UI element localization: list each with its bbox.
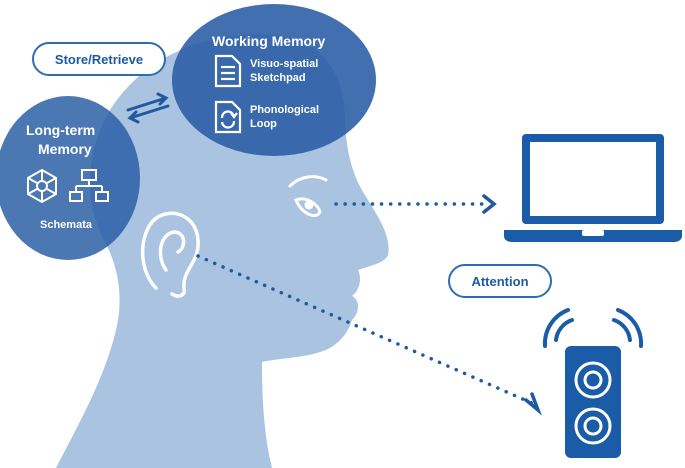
double-arrow-icon — [126, 92, 170, 124]
document-icon — [214, 54, 242, 88]
store-retrieve-label: Store/Retrieve — [32, 42, 166, 76]
refresh-document-icon — [214, 100, 242, 134]
visuo-spatial-label-line2: Sketchpad — [250, 72, 306, 84]
phonological-label-line2: Loop — [250, 118, 277, 130]
attention-arrow-auditory — [196, 254, 542, 416]
schemata-label: Schemata — [40, 219, 92, 231]
phonological-label-line1: Phonological — [250, 104, 320, 116]
ear-icon — [140, 211, 200, 298]
eye-icon — [288, 175, 328, 217]
long-term-memory-circle — [0, 96, 140, 260]
working-memory-circle — [172, 4, 376, 156]
working-memory-title: Working Memory — [212, 33, 326, 49]
attention-label: Attention — [448, 264, 552, 298]
network-icon — [27, 168, 57, 204]
laptop-icon — [504, 134, 682, 242]
visuo-spatial-label-line1: Visuo-spatial — [250, 58, 319, 70]
sound-wave-icon — [542, 308, 644, 348]
hierarchy-icon — [69, 169, 109, 202]
speaker-icon — [565, 346, 621, 458]
long-term-memory-title-line2: Memory — [38, 141, 92, 157]
long-term-memory-title-line1: Long-term — [26, 122, 96, 138]
attention-arrow-visual — [334, 194, 497, 214]
